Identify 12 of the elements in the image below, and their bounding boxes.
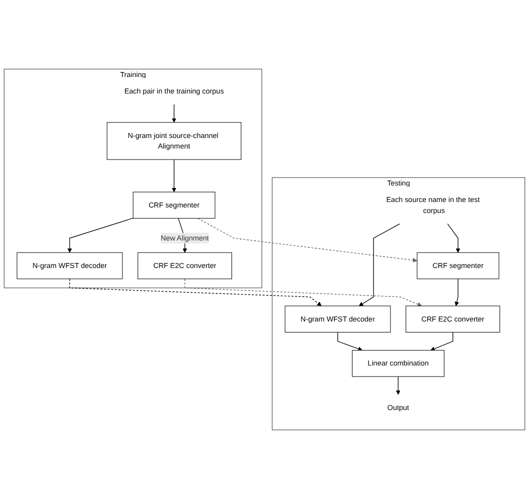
arrow <box>447 223 460 253</box>
arrow <box>358 223 400 306</box>
arrow <box>69 278 322 306</box>
arrow <box>67 218 134 253</box>
arrow <box>454 278 460 306</box>
arrow <box>184 278 422 306</box>
arrow <box>396 376 400 395</box>
arrow <box>172 159 176 192</box>
arrow <box>198 218 418 262</box>
arrow <box>430 332 454 351</box>
arrow <box>337 332 363 351</box>
arrow <box>172 104 176 123</box>
